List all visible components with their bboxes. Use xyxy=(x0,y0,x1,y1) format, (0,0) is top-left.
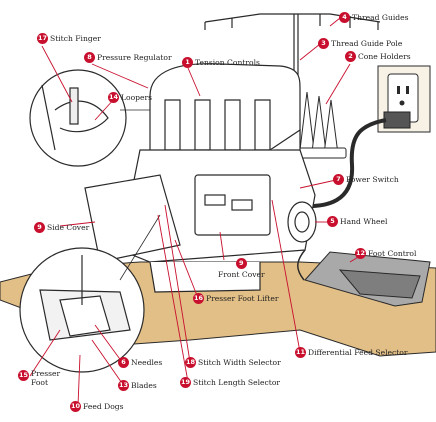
callout-label-presser: Presser xyxy=(31,369,61,378)
callout-pressure-regulator: 8 Pressure Regulator xyxy=(84,52,172,63)
callout-number-10: 10 xyxy=(70,401,81,412)
callout-number-7: 7 xyxy=(333,174,344,185)
callout-label-thread-guides: Thread Guides xyxy=(352,12,409,22)
callout-stitch-width-selector: 18 Stitch Width Selector xyxy=(185,357,281,368)
callout-label-stitch-finger: Stitch Finger xyxy=(50,33,101,43)
serger-body xyxy=(84,63,316,293)
callout-number-14: 14 xyxy=(108,92,119,103)
callout-label-blades: Blades xyxy=(131,380,157,390)
callout-label-loopers: Loopers xyxy=(121,92,153,102)
callout-label-hand-wheel: Hand Wheel xyxy=(340,216,388,226)
callout-number-19: 19 xyxy=(180,377,191,388)
callout-needles: 6 Needles xyxy=(118,357,162,368)
callout-number-17: 17 xyxy=(37,33,48,44)
callout-differential-feed-selector: 11 Differential Feed Selector xyxy=(295,347,408,358)
callout-number-1: 1 xyxy=(182,57,193,68)
callout-number-5: 5 xyxy=(327,216,338,227)
callout-label-pressure-regulator: Pressure Regulator xyxy=(97,52,172,62)
callout-cone-holders: 2 Cone Holders xyxy=(345,51,411,62)
callout-number-8: 8 xyxy=(84,52,95,63)
callout-presser-foot-lifter: 16 Presser Foot Lifter xyxy=(193,293,279,304)
callout-number-3: 3 xyxy=(318,38,329,49)
hand-wheel xyxy=(287,201,317,243)
callout-label-feed-dogs: Feed Dogs xyxy=(83,401,124,411)
callout-stitch-finger: 17 Stitch Finger xyxy=(37,33,101,44)
looper-inset xyxy=(29,69,127,167)
callout-label-foot-control: Foot Control xyxy=(368,248,417,258)
callout-number-15: 15 xyxy=(18,370,29,381)
callout-power-switch: 7 Power Switch xyxy=(333,174,399,185)
callout-thread-guide-pole: 3 Thread Guide Pole xyxy=(318,38,402,49)
callout-number-9-front: 9 xyxy=(235,258,247,269)
callout-stitch-length-selector: 19 Stitch Length Selector xyxy=(180,377,280,388)
foot-control-cord xyxy=(297,249,306,281)
callout-label-differential-feed-selector: Differential Feed Selector xyxy=(308,347,408,357)
callout-label-power-switch: Power Switch xyxy=(346,174,399,184)
callout-label-tension-controls: Tension Controls xyxy=(195,57,260,67)
callout-number-11: 11 xyxy=(295,347,306,358)
foot-control-pedal xyxy=(304,251,431,307)
callout-number-6: 6 xyxy=(118,357,129,368)
presser-foot-inset xyxy=(19,247,145,373)
callout-side-cover: 9 Side Cover xyxy=(34,222,89,233)
callout-loopers: 14 Loopers xyxy=(108,92,152,103)
callout-presser-foot: 15 Presser Foot xyxy=(18,369,61,387)
power-cord xyxy=(289,118,387,209)
callout-thread-guides: 4 Thread Guides xyxy=(339,12,409,23)
cone-holders xyxy=(295,91,347,159)
callout-label-needles: Needles xyxy=(131,357,163,367)
callout-hand-wheel: 5 Hand Wheel xyxy=(327,216,387,227)
callout-feed-dogs: 10 Feed Dogs xyxy=(70,401,124,412)
callout-number-9-side: 9 xyxy=(34,222,45,233)
callout-number-2: 2 xyxy=(345,51,356,62)
callout-label-stitch-length-selector: Stitch Length Selector xyxy=(193,377,281,387)
callout-number-4: 4 xyxy=(339,12,350,23)
callout-label-presser-foot-lifter: Presser Foot Lifter xyxy=(206,293,279,303)
callout-number-16: 16 xyxy=(193,293,204,304)
callout-label-front-cover: Front Cover xyxy=(218,270,265,279)
callout-foot-control: 12 Foot Control xyxy=(355,248,416,259)
callout-label-thread-guide-pole: Thread Guide Pole xyxy=(331,38,403,48)
callout-number-13: 13 xyxy=(118,380,129,391)
callout-front-cover: 9 Front Cover xyxy=(218,258,265,279)
wall-outlet xyxy=(377,65,431,133)
callout-number-12: 12 xyxy=(355,248,366,259)
callout-label-side-cover: Side Cover xyxy=(47,222,90,232)
callout-blades: 13 Blades xyxy=(118,380,157,391)
callout-number-18: 18 xyxy=(185,357,196,368)
callout-label-stitch-width-selector: Stitch Width Selector xyxy=(198,357,281,367)
callout-label-foot: Foot xyxy=(31,377,49,387)
callout-tension-controls: 1 Tension Controls xyxy=(182,57,260,68)
callout-label-cone-holders: Cone Holders xyxy=(358,51,411,61)
